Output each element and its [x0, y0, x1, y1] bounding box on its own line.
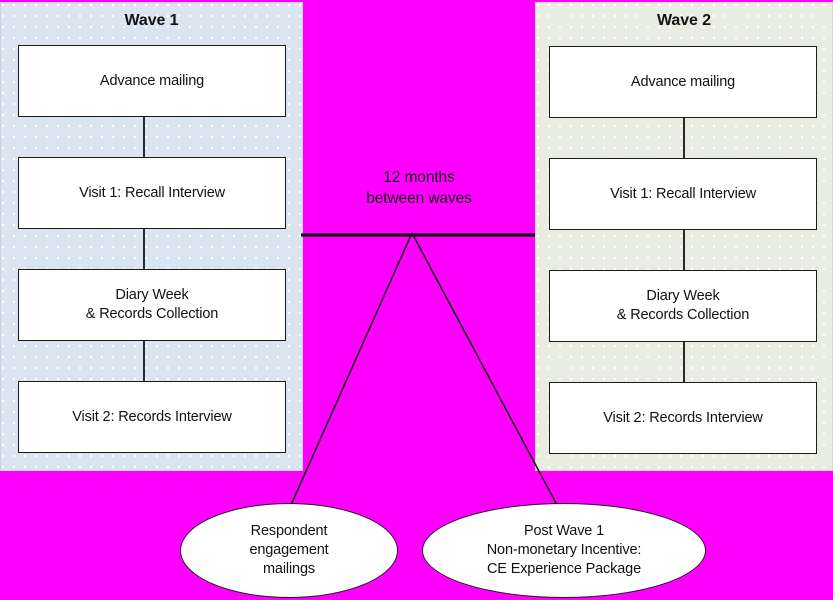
wave2-connector-1-2 [683, 117, 685, 161]
step-text-line: Visit 1: Recall Interview [79, 184, 225, 201]
wave1-step-diary-week-records-collection[interactable]: Diary Week & Records Collection [18, 269, 286, 341]
wave2-connector-3-4 [683, 341, 685, 385]
between-waves-note: 12 months between waves [303, 168, 535, 210]
wave1-connector-2-3 [143, 227, 145, 272]
wave2-step-advance-mailing[interactable]: Advance mailing [549, 46, 817, 118]
step-text-line: Visit 1: Recall Interview [610, 185, 756, 202]
wave2-panel: Wave 2 Advance mailing Visit 1: Recall I… [535, 2, 833, 471]
callout-text-line: CE Experience Package [486, 560, 641, 577]
step-text-line: Visit 2: Records Interview [603, 409, 763, 426]
wave1-panel: Wave 1 Advance mailing Visit 1: Recall I… [0, 2, 303, 471]
step-text-line: Diary Week [115, 287, 189, 304]
wave2-step-diary-week-records-collection[interactable]: Diary Week & Records Collection [549, 270, 817, 342]
wave1-step-advance-mailing[interactable]: Advance mailing [18, 45, 286, 117]
wave1-step-visit-2-records-interview[interactable]: Visit 2: Records Interview [18, 381, 286, 453]
between-waves-note-line2: between waves [366, 189, 472, 207]
callout-text-line: Respondent [250, 523, 328, 540]
wave1-connector-3-4 [143, 339, 145, 384]
between-waves-note-line1: 12 months [383, 169, 455, 186]
step-text-line: Advance mailing [99, 72, 205, 89]
wave1-title: Wave 1 [124, 12, 179, 29]
step-text-line: & Records Collection [616, 307, 750, 323]
callout-respondent-engagement-mailings[interactable]: Respondent engagement mailings [180, 503, 398, 598]
wave2-connector-2-3 [683, 229, 685, 273]
step-text-line: Diary Week [646, 288, 720, 305]
leader-line-to-respondent-engagement [290, 232, 413, 506]
wave1-step-visit-1-recall-interview[interactable]: Visit 1: Recall Interview [18, 157, 286, 229]
wave2-step-visit-2-records-interview[interactable]: Visit 2: Records Interview [549, 382, 817, 454]
callout-post-wave-1-incentive[interactable]: Post Wave 1 Non-monetary Incentive: CE E… [422, 503, 706, 598]
wave2-title: Wave 2 [657, 12, 711, 29]
callout-text-line: engagement [249, 542, 329, 559]
callout-text-line: Non-monetary Incentive: [486, 542, 642, 559]
step-text-line: & Records Collection [85, 306, 219, 322]
wave1-connector-1-2 [143, 115, 145, 160]
step-text-line: Visit 2: Records Interview [72, 408, 232, 425]
callout-text-line: mailings [263, 560, 315, 577]
wave2-step-visit-1-recall-interview[interactable]: Visit 1: Recall Interview [549, 158, 817, 230]
step-text-line: Advance mailing [630, 73, 736, 90]
callout-text-line: Post Wave 1 [523, 523, 604, 540]
